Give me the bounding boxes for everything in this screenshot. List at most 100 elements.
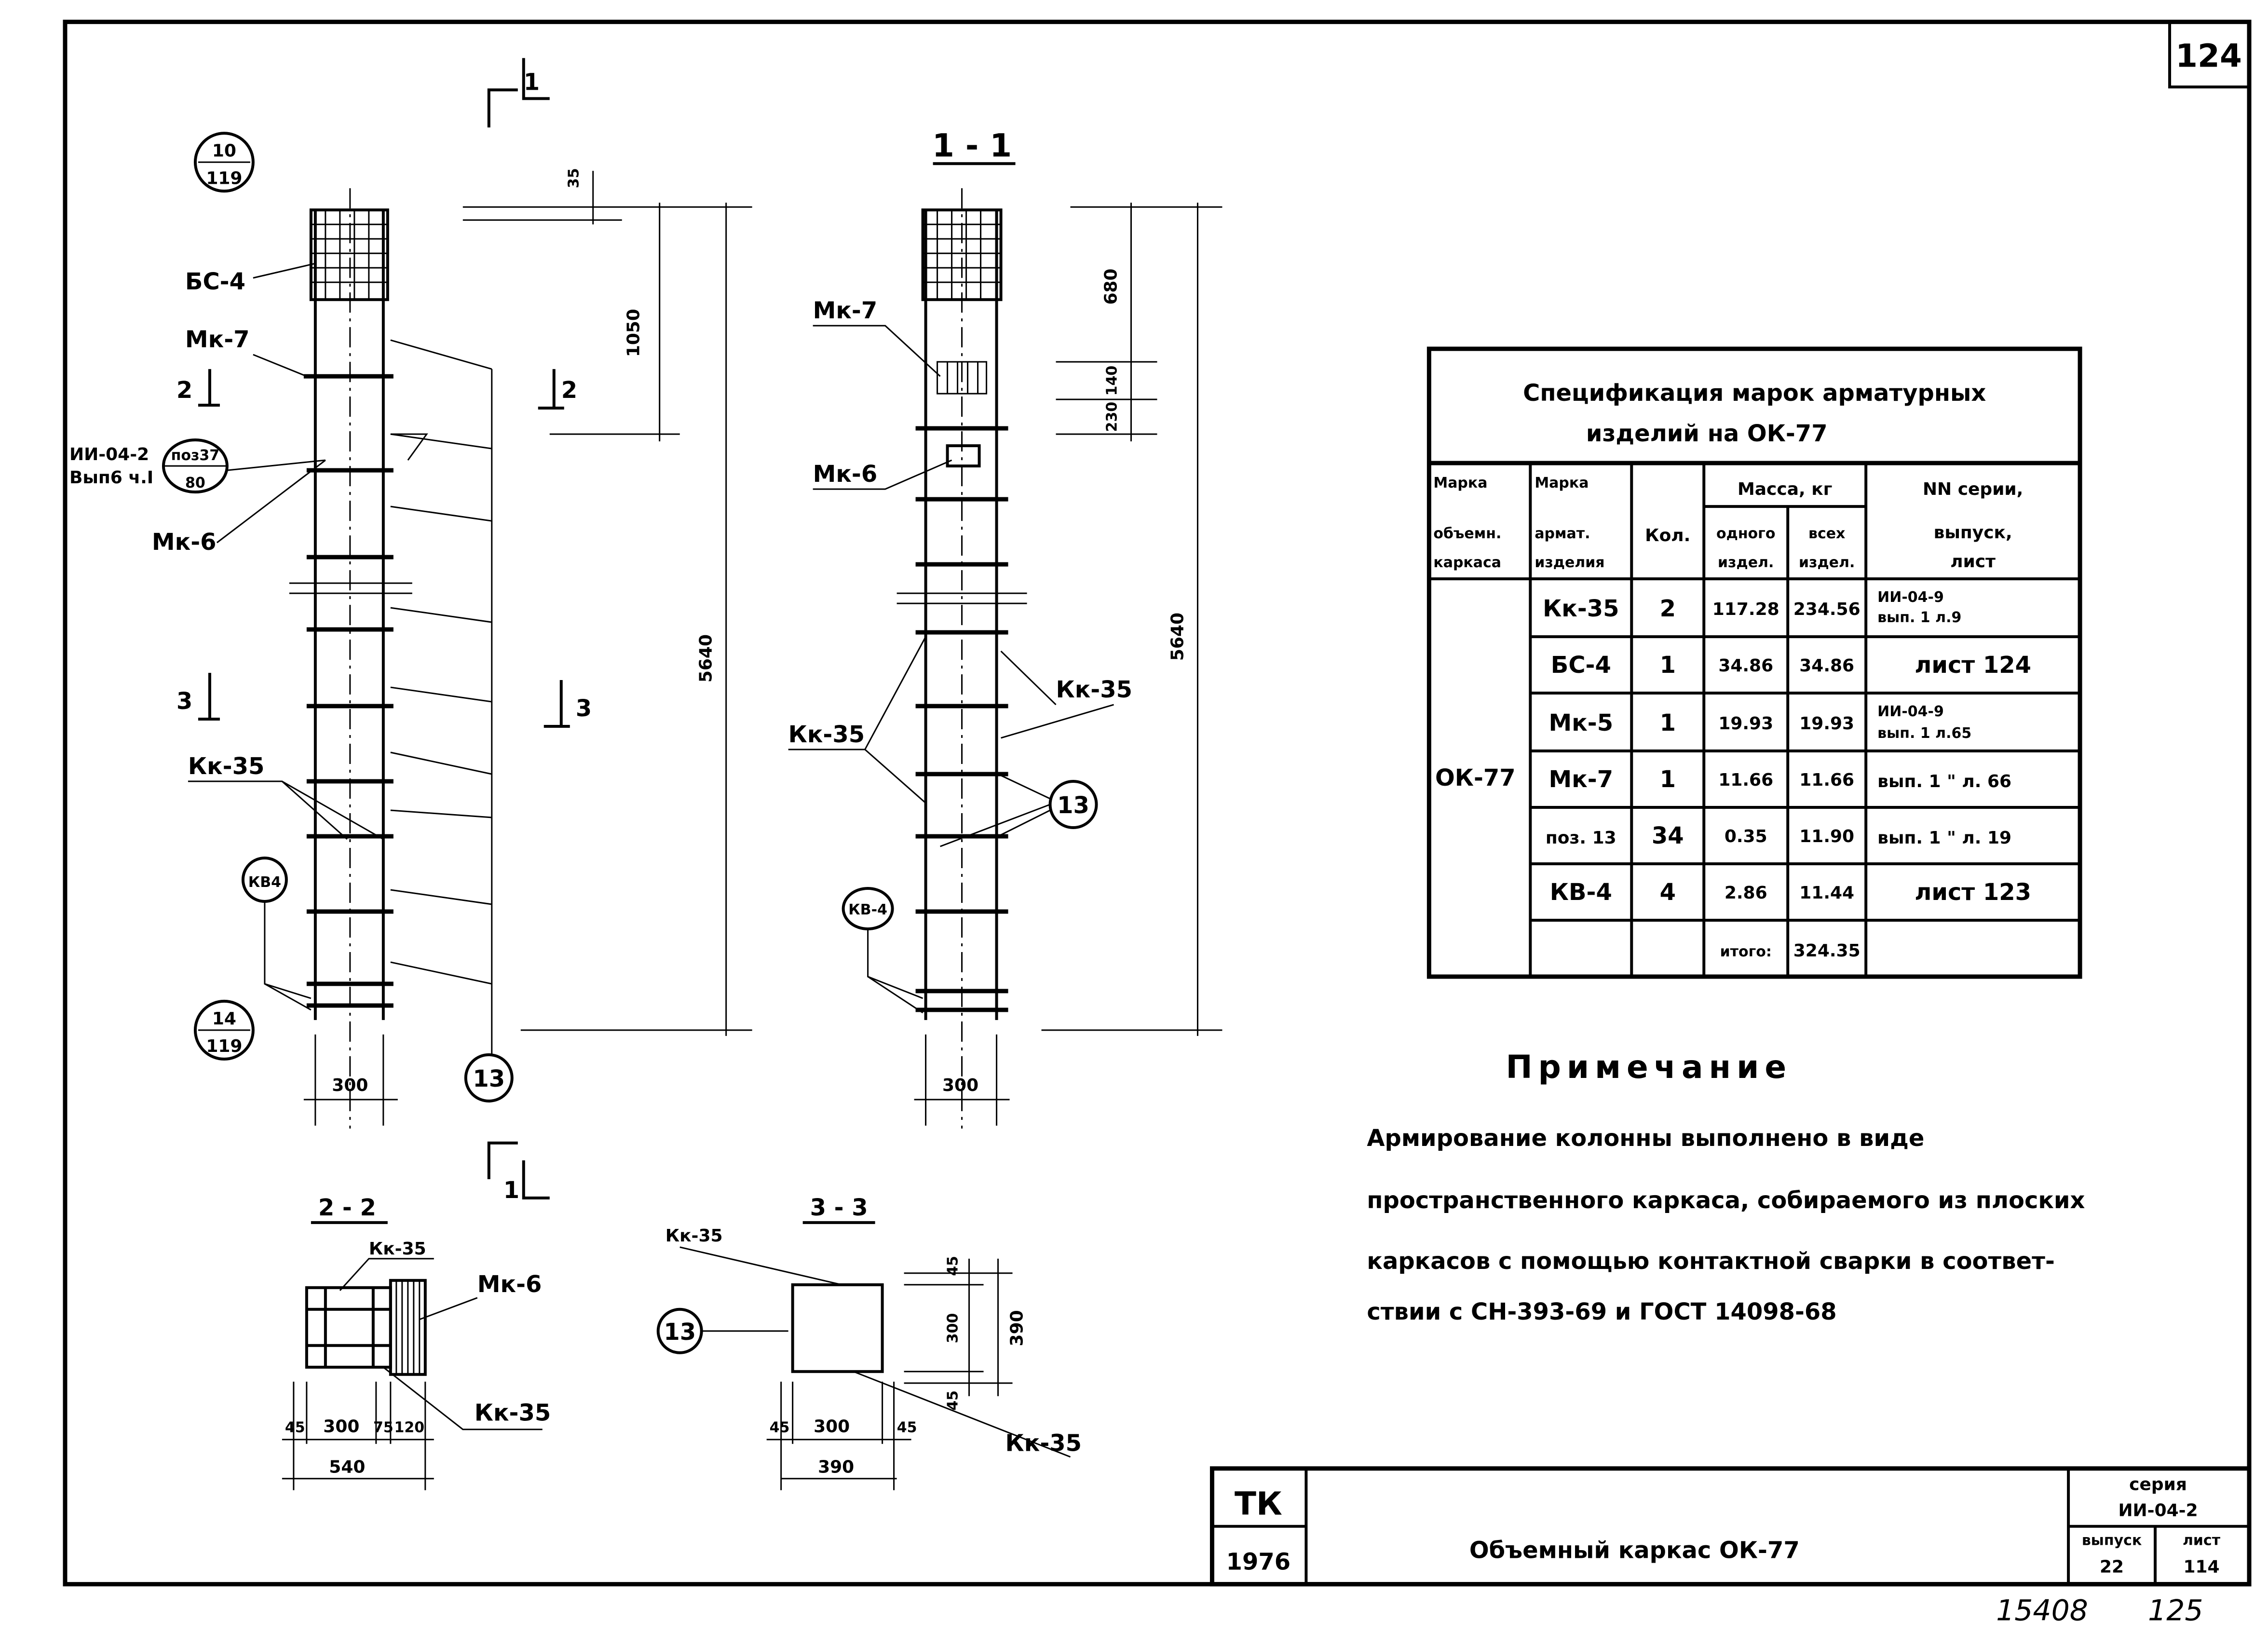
dim-120: 120 (394, 1419, 425, 1436)
th-series-2: выпуск, (1934, 523, 2012, 543)
archive-page: 125 (2148, 1594, 2203, 1628)
table-cell: 0.35 (1725, 827, 1767, 846)
sheet-number: 124 (2175, 37, 2242, 74)
pos-13-label: 13 (664, 1319, 696, 1346)
dim-1050: 1050 (624, 309, 644, 357)
ref-circle-top (193, 132, 255, 193)
th-frame-mark-2: объемн. (1433, 525, 1501, 542)
stirrups (303, 374, 394, 1008)
th-mass: Масса, кг (1738, 479, 1832, 499)
pos-13-label: 13 (473, 1065, 505, 1092)
section-3-3-title: 3 - 3 (810, 1194, 868, 1221)
label-mk6: Мк-6 (813, 461, 878, 488)
note-line: каркасов с помощью контактной сварки в с… (1367, 1248, 2055, 1275)
table-cell: 34.86 (1799, 656, 1854, 676)
dim-5640: 5640 (696, 634, 716, 682)
vdim-300: 300 (945, 1313, 962, 1343)
label-kk35: Кк-35 (188, 753, 264, 780)
label-kk35-bottom: Кк-35 (475, 1400, 551, 1427)
sheet-border (63, 19, 2252, 1587)
label-kv4: КВ-4 (848, 901, 887, 918)
table-cell: 34 (1652, 822, 1684, 849)
ref-issue: Вып6 ч.I (69, 468, 153, 488)
mk6-plate (946, 444, 981, 468)
th-frame-mark-3: каркаса (1433, 554, 1501, 571)
section-2-mark-left: 2 (177, 377, 192, 404)
table-row: поз. 13 34 0.35 11.90 вып. 1 " л. 19 (1546, 822, 2011, 849)
ref-bottom-sheet: 119 (206, 1036, 242, 1056)
th-mass-one-2: издел. (1718, 554, 1774, 571)
table-cell: поз. 13 (1546, 828, 1616, 848)
ref-circle-bottom (193, 999, 255, 1061)
th-frame-mark-1: Марка (1433, 475, 1487, 491)
table-row: Мк-5 1 19.93 19.93 ИИ-04-9 вып. 1 л.65 (1549, 703, 1972, 742)
th-series-3: лист (1950, 552, 1996, 572)
table-cell: 2.86 (1725, 883, 1767, 903)
section-2-2-title: 2 - 2 (318, 1194, 376, 1221)
vdim-390: 390 (1007, 1310, 1027, 1346)
dim-300: 300 (942, 1076, 978, 1095)
issue-label: выпуск (2082, 1532, 2142, 1549)
ref-pos37-top: поз37 (171, 447, 219, 464)
dim-45-left: 45 (770, 1419, 790, 1436)
note-title: Примечание (1506, 1049, 1792, 1086)
dim-680: 680 (1101, 269, 1121, 305)
label-bs4: БС-4 (185, 268, 245, 295)
section-arrow-bottom (487, 1141, 550, 1199)
section-2-2: 2 - 2 Кк-35 Мк-6 Кк-35 45 300 75 120 540 (282, 1194, 551, 1490)
table-cell: вып. 1 " л. 66 (1877, 772, 2011, 791)
dim-45-right: 45 (897, 1419, 917, 1436)
dim-300: 300 (323, 1417, 359, 1437)
table-cell: БС-4 (1551, 652, 1611, 679)
mk7-plate (937, 361, 988, 395)
th-qty: Кол. (1645, 526, 1690, 545)
table-row: Кк-35 2 117.28 234.56 ИИ-04-9 вып. 1 л.9 (1543, 589, 1961, 626)
table-cell: ИИ-04-9 (1877, 703, 1944, 720)
ref-pos37-bottom: 80 (185, 475, 205, 491)
table-cell: 1 (1660, 652, 1676, 679)
spec-table: Спецификация марок арматурных изделий на… (1426, 346, 2082, 979)
table-cell: 19.93 (1718, 714, 1773, 734)
table-row: БС-4 1 34.86 34.86 лист 124 (1551, 652, 2031, 679)
table-cell: 1 (1660, 766, 1676, 793)
table-cell: 11.66 (1799, 770, 1854, 790)
section-2-mark-right: 2 (561, 377, 577, 404)
table-title-line2: изделий на ОК-77 (1586, 420, 1828, 447)
table-cell: 11.90 (1799, 827, 1854, 846)
label-kv4: КВ4 (248, 874, 281, 891)
table-cell: Мк-7 (1549, 766, 1614, 793)
label-kk35-top: Кк-35 (665, 1226, 723, 1246)
section-1-1-title: 1 - 1 (932, 127, 1012, 164)
dim-390: 390 (818, 1458, 854, 1477)
table-cell: 1 (1660, 709, 1676, 736)
table-cell: 11.66 (1718, 770, 1773, 790)
year: 1976 (1226, 1549, 1291, 1576)
ref-bottom-num: 14 (212, 1009, 236, 1029)
dim-75: 75 (373, 1419, 394, 1436)
label-mk7: Мк-7 (813, 297, 878, 324)
table-cell: вып. 1 л.65 (1877, 725, 1971, 742)
pos-13-label: 13 (1057, 792, 1089, 819)
section-1-1: 1 - 1 Мк-7 Мк-6 Кк-35 Кк-35 13 КВ-4 (788, 127, 1222, 1129)
table-row: КВ-4 4 2.86 11.44 лист 123 (1550, 879, 2031, 906)
pos-13-circle (464, 1053, 514, 1103)
table-cell: лист 124 (1915, 652, 2031, 679)
th-mass-all-1: всех (1808, 525, 1845, 542)
org-mark: ТК (1235, 1485, 1282, 1523)
archive-number: 15408 (1996, 1594, 2088, 1628)
series-value: ИИ-04-2 (2118, 1501, 2198, 1521)
drawing-title: Объемный каркас ОК-77 (1469, 1537, 1800, 1564)
table-cell: Мк-5 (1549, 709, 1614, 736)
th-item-mark-3: изделия (1535, 554, 1604, 571)
th-mass-all-2: издел. (1799, 554, 1855, 571)
table-cell: 2 (1660, 595, 1676, 622)
dim-35: 35 (566, 168, 583, 189)
table-cell: 4 (1660, 879, 1676, 906)
sheet-value: 114 (2183, 1557, 2219, 1577)
table-cell: 117.28 (1712, 600, 1779, 619)
th-item-mark-1: Марка (1535, 475, 1589, 491)
th-item-mark-2: армат. (1535, 525, 1590, 542)
dim-540: 540 (329, 1458, 365, 1477)
issue-value: 22 (2100, 1557, 2124, 1577)
